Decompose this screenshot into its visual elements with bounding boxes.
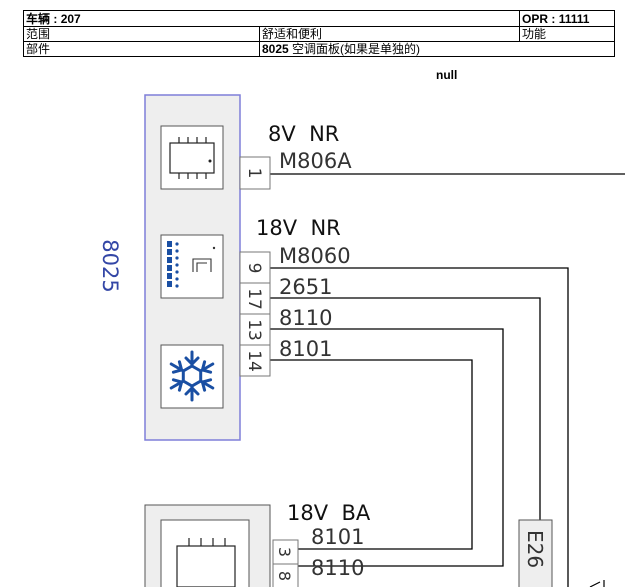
vehicle-value: : 207 <box>53 11 81 26</box>
wire-2651 <box>270 297 541 520</box>
component-label: 部件 <box>23 41 260 57</box>
connector-pins <box>239 156 271 377</box>
edge-wire-stub <box>589 580 605 587</box>
opr-cell: OPR : 11111 <box>519 10 615 27</box>
supply-label-18v-ba: 18V BA <box>287 501 371 525</box>
pin-label-14: 14 <box>244 350 264 372</box>
pin-label-13: 13 <box>244 319 264 341</box>
wire-label-8101-lower: 8101 <box>311 525 364 549</box>
wire-8110-upper <box>270 328 504 567</box>
wire-label-2651: 2651 <box>279 275 332 299</box>
pin-box-8 <box>272 563 299 587</box>
module-chip-icon <box>160 125 224 190</box>
wire-label-8101: 8101 <box>279 337 332 361</box>
pin-label-3: 3 <box>275 547 294 557</box>
vehicle-label: 车辆 <box>26 11 51 26</box>
wire-8101-upper <box>270 359 473 550</box>
pin-box-1 <box>239 156 271 190</box>
supply-label-18v-nr: 18V NR <box>256 216 341 240</box>
wire-label-8110-lower: 8110 <box>311 556 364 580</box>
component-8025-label: 8025 <box>98 239 122 292</box>
component-cell: 8025 空调面板(如果是单独的) <box>259 41 615 57</box>
connector-e26 <box>518 519 553 587</box>
supply-label-8v-nr: 8V NR <box>268 122 339 146</box>
component-code: 8025 <box>262 42 289 56</box>
pin-box-17 <box>239 282 271 315</box>
component-name: 空调面板(如果是单独的) <box>292 42 421 56</box>
snowflake-icon <box>160 344 224 409</box>
lower-module-chip-icon <box>160 519 250 587</box>
opr-value: : 11111 <box>551 11 590 26</box>
wire-label-m8060: M8060 <box>279 244 351 268</box>
pin-label-17: 17 <box>244 288 264 310</box>
connector-e26-label: E26 <box>523 530 547 568</box>
pin-label-9: 9 <box>244 263 264 274</box>
pin-box-9 <box>239 251 271 284</box>
pin-box-14 <box>239 344 271 377</box>
header-row-component: 部件 8025 空调面板(如果是单独的) <box>23 41 615 57</box>
wire-label-8110: 8110 <box>279 306 332 330</box>
wire-m8060 <box>270 267 569 587</box>
wire-label-m806a: M806A <box>279 149 352 173</box>
pin-label-8: 8 <box>275 571 294 581</box>
header-table: 车辆 : 207 OPR : 11111 范围 舒适和便利 功能 部件 8025… <box>23 10 615 57</box>
pin-label-1: 1 <box>244 168 264 179</box>
null-note: null <box>436 68 458 82</box>
slider-levels-icon <box>160 234 224 299</box>
pin-box-13 <box>239 313 271 346</box>
opr-label: OPR <box>522 11 549 26</box>
wires <box>270 173 625 587</box>
